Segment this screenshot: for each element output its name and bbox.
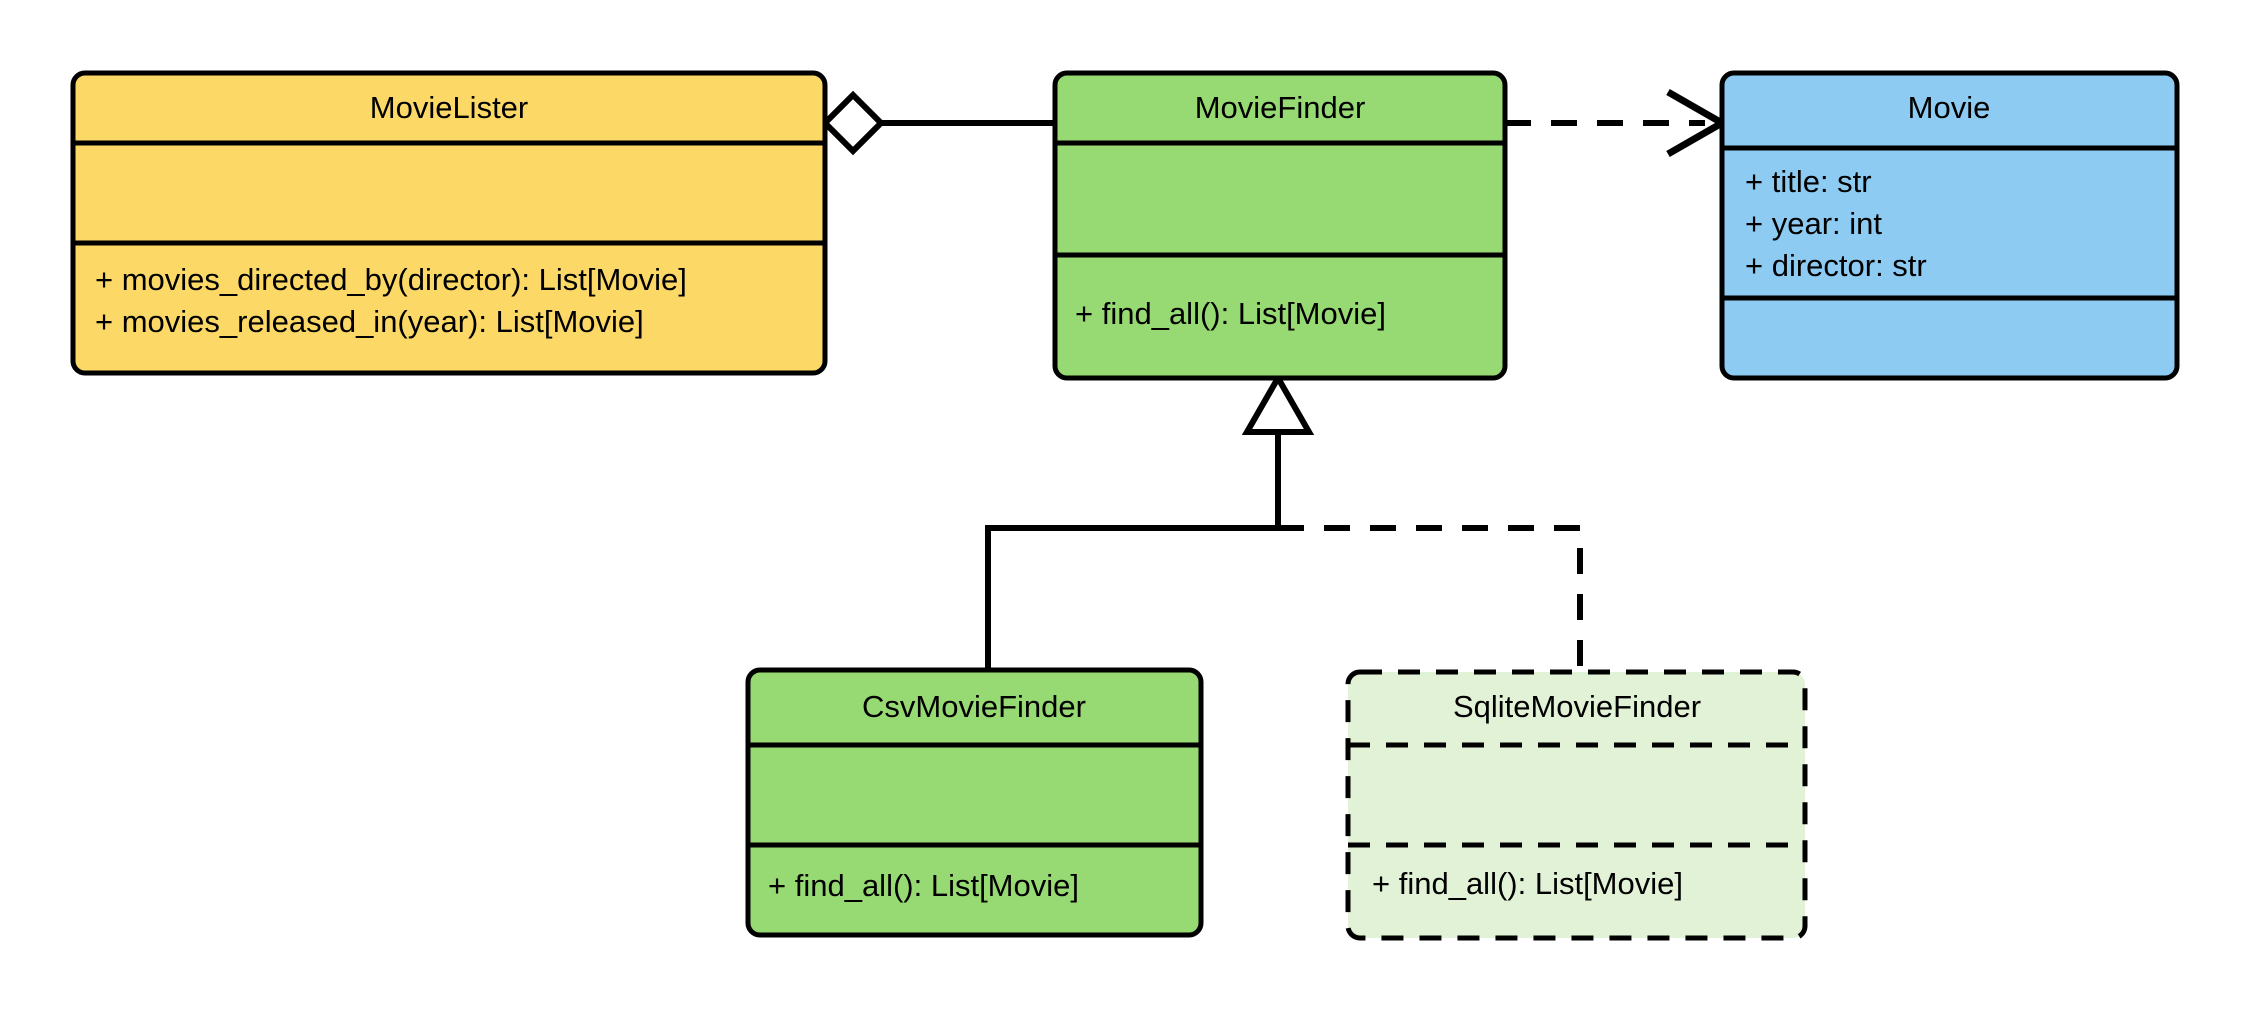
generalization-line-sqlite — [1278, 525, 1583, 672]
movie-attribute-0: + title: str — [1745, 164, 1872, 199]
generalization-line-csv — [985, 418, 1281, 670]
class-box-movie-lister[interactable]: MovieLister + movies_directed_by(directo… — [70, 70, 828, 376]
movie-attribute-1: + year: int — [1745, 206, 1882, 241]
class-box-sqlite-movie-finder[interactable]: SqliteMovieFinder + find_all(): List[Mov… — [1345, 669, 1808, 941]
sqlite-movie-finder-frame — [1345, 669, 1808, 941]
sqlite-movie-finder-method-0: + find_all(): List[Movie] — [1372, 866, 1683, 901]
movie-attribute-2: + director: str — [1745, 248, 1927, 283]
relationship-dependency-finder-movie[interactable] — [1505, 88, 1730, 158]
class-box-csv-movie-finder[interactable]: CsvMovieFinder + find_all(): List[Movie] — [745, 667, 1204, 938]
movie-finder-method-0: + find_all(): List[Movie] — [1075, 296, 1386, 331]
movie-lister-title: MovieLister — [370, 90, 529, 125]
relationship-generalization-csv-finder[interactable] — [985, 371, 1315, 670]
relationship-aggregation-lister-finder[interactable] — [820, 90, 1055, 156]
csv-movie-finder-title: CsvMovieFinder — [862, 689, 1086, 724]
sqlite-movie-finder-title: SqliteMovieFinder — [1453, 689, 1701, 724]
csv-movie-finder-frame — [745, 667, 1204, 938]
movie-lister-method-1: + movies_released_in(year): List[Movie] — [95, 304, 644, 339]
hollow-diamond-icon — [820, 90, 886, 156]
hollow-triangle-icon-csv — [1241, 371, 1315, 435]
movie-finder-title: MovieFinder — [1195, 90, 1366, 125]
movie-finder-frame — [1052, 70, 1508, 381]
movie-lister-method-0: + movies_directed_by(director): List[Mov… — [95, 262, 687, 297]
relationship-generalization-sqlite-finder[interactable] — [1278, 525, 1583, 672]
movie-lister-frame — [70, 70, 828, 376]
csv-movie-finder-method-0: + find_all(): List[Movie] — [768, 868, 1079, 903]
class-box-movie[interactable]: Movie + title: str + year: int + directo… — [1719, 70, 2180, 381]
class-box-movie-finder[interactable]: MovieFinder + find_all(): List[Movie] — [1052, 70, 1508, 381]
movie-title: Movie — [1908, 90, 1991, 125]
